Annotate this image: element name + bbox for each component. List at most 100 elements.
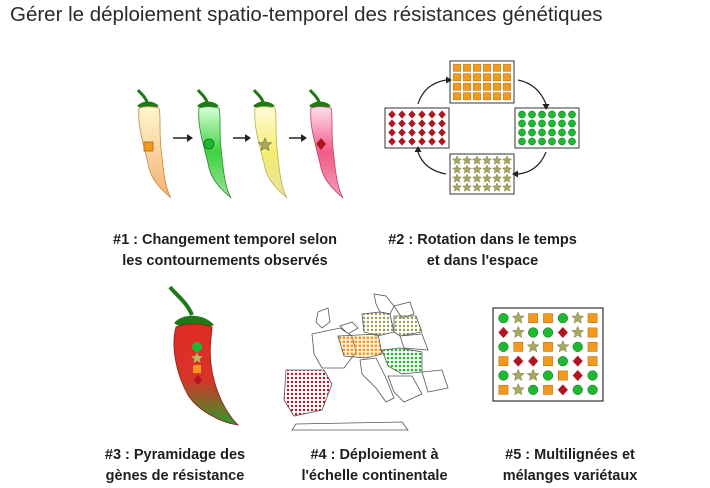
green-circle-icon xyxy=(587,370,598,381)
plot-grid xyxy=(449,60,515,104)
strategy-2-illustration xyxy=(380,58,585,198)
olive-star-icon xyxy=(492,164,502,174)
green-circle-icon xyxy=(498,313,509,324)
red-diamond-icon xyxy=(438,119,446,128)
caption-line: #4 : Déploiement à xyxy=(310,447,439,463)
orange-square-icon xyxy=(483,92,491,101)
red-diamond-icon xyxy=(438,137,446,146)
green-circle-icon xyxy=(538,128,546,137)
green-circle-icon xyxy=(558,119,566,128)
europe-map xyxy=(283,293,449,431)
red-diamond-icon xyxy=(408,110,416,119)
red-diamond-icon xyxy=(428,137,436,146)
orange-square-icon xyxy=(498,384,509,395)
green-circle-icon xyxy=(528,384,539,395)
orange-square-icon xyxy=(483,63,491,72)
green-circle-icon xyxy=(548,128,556,137)
red-diamond-icon xyxy=(408,137,416,146)
green-circle-icon xyxy=(568,119,576,128)
olive-star-icon xyxy=(452,155,462,165)
red-diamond-icon xyxy=(572,355,583,367)
strategy-5-illustration xyxy=(492,307,604,402)
olive-star-icon xyxy=(526,340,540,353)
orange-square-icon xyxy=(483,73,491,82)
arrow-icon xyxy=(289,134,307,142)
green-circle-icon xyxy=(498,341,509,352)
olive-star-icon xyxy=(191,352,203,364)
green-circle-icon xyxy=(587,384,598,395)
red-diamond-icon xyxy=(398,137,406,146)
rotation-arrow-icon xyxy=(417,76,452,105)
orange-square-icon xyxy=(493,92,501,101)
orange-square-icon xyxy=(503,82,511,91)
strategy-5-caption: #5 : Multilignées et mélanges variétaux xyxy=(480,445,660,487)
red-diamond-icon xyxy=(528,355,539,367)
olive-star-icon xyxy=(556,340,570,353)
orange-square-icon xyxy=(463,82,471,91)
orange-square-icon xyxy=(503,73,511,82)
mixture-field xyxy=(492,307,604,402)
green-circle-icon xyxy=(548,119,556,128)
rotation-arrow-icon xyxy=(517,79,550,110)
orange-square-icon xyxy=(473,63,481,72)
orange-square-icon xyxy=(473,82,481,91)
caption-line: et dans l'espace xyxy=(426,253,539,269)
red-diamond-icon xyxy=(428,119,436,128)
red-diamond-icon xyxy=(557,384,568,396)
strategy-3-illustration xyxy=(160,285,250,430)
olive-star-icon xyxy=(462,182,472,192)
green-circle-icon xyxy=(528,327,539,338)
orange-square-icon xyxy=(543,313,553,324)
red-diamond-icon xyxy=(438,110,446,119)
olive-star-icon xyxy=(472,182,482,192)
orange-square-icon xyxy=(493,82,501,91)
green-circle-icon xyxy=(557,356,568,367)
caption-line: #2 : Rotation dans le temps xyxy=(388,232,577,248)
pepper-icon xyxy=(196,89,232,199)
green-circle-icon xyxy=(572,341,583,352)
green-circle-icon xyxy=(568,110,576,119)
orange-square-icon xyxy=(453,82,461,91)
olive-star-icon xyxy=(472,173,482,183)
green-circle-icon xyxy=(518,110,526,119)
green-circle-icon xyxy=(557,313,568,324)
orange-square-icon xyxy=(513,341,524,352)
red-diamond-icon xyxy=(408,119,416,128)
olive-star-icon xyxy=(452,182,462,192)
olive-star-icon xyxy=(452,164,462,174)
olive-star-icon xyxy=(462,164,472,174)
olive-star-icon xyxy=(452,173,462,183)
orange-square-icon xyxy=(493,73,501,82)
caption-line: mélanges variétaux xyxy=(502,468,638,484)
strategy-4-caption: #4 : Déploiement à l'échelle continental… xyxy=(282,445,467,487)
green-circle-icon xyxy=(548,110,556,119)
red-diamond-icon xyxy=(418,128,426,137)
olive-star-icon xyxy=(511,311,525,324)
plot-grid xyxy=(384,107,450,149)
red-diamond-icon xyxy=(428,128,436,137)
pepper-icon xyxy=(168,285,240,426)
arrow-icon xyxy=(233,134,251,142)
strategy-1-caption: #1 : Changement temporel selon les conto… xyxy=(90,230,360,272)
olive-star-icon xyxy=(502,182,512,192)
orange-square-icon xyxy=(587,356,598,367)
red-diamond-icon xyxy=(194,375,202,385)
pepper-icon xyxy=(308,89,344,199)
green-circle-icon xyxy=(548,137,556,146)
orange-square-icon xyxy=(528,313,538,324)
caption-line: les contournements observés xyxy=(122,253,328,269)
orange-square-icon xyxy=(453,92,461,101)
green-circle-icon xyxy=(528,110,536,119)
olive-star-icon xyxy=(482,155,492,165)
red-diamond-icon xyxy=(316,138,326,150)
plot-grid xyxy=(449,153,515,195)
red-diamond-icon xyxy=(418,137,426,146)
olive-star-icon xyxy=(257,137,273,152)
olive-star-icon xyxy=(511,368,525,381)
red-diamond-icon xyxy=(428,110,436,119)
green-circle-icon xyxy=(568,128,576,137)
red-diamond-icon xyxy=(388,110,396,119)
pepper-icon xyxy=(252,89,288,199)
strategy-2-caption: #2 : Rotation dans le temps et dans l'es… xyxy=(370,230,595,272)
orange-square-icon xyxy=(587,313,598,324)
